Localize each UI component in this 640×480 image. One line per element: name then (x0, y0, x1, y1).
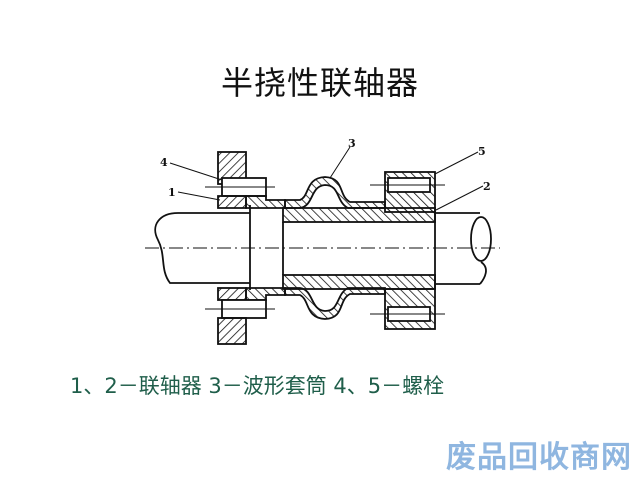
slide-caption: 1、2－联轴器 3－波形套筒 4、5－螺栓 (70, 374, 445, 398)
part-label-2: 2 (483, 180, 491, 193)
inner-sleeve-top (282, 207, 436, 223)
inner-sleeve-bottom (282, 274, 436, 290)
part-label-5: 5 (478, 145, 486, 158)
watermark-logo: 废品回收商网 (446, 440, 632, 475)
part-label-1: 1 (168, 186, 176, 199)
right-shaft (435, 212, 480, 285)
bellows-top (284, 176, 386, 209)
slide-title: 半挠性联轴器 (220, 64, 419, 102)
part-label-4: 4 (160, 156, 168, 169)
part-label-3: 3 (348, 137, 356, 150)
left-flange-bottom (217, 317, 247, 345)
